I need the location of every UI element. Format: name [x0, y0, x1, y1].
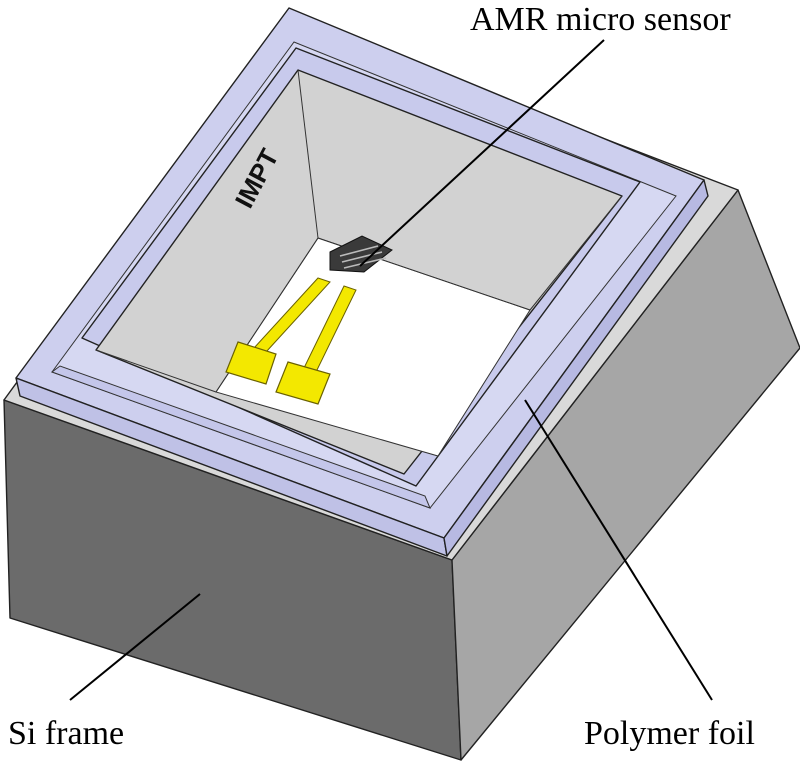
- gold-pad-right: [275, 361, 331, 405]
- leader-amr-sensor: [359, 39, 605, 267]
- leader-polymer-foil: [524, 399, 713, 701]
- amr-sensor: [225, 235, 393, 405]
- sensor-meander: [329, 235, 393, 273]
- label-si-frame: Si frame: [8, 715, 124, 752]
- leader-si-frame: [69, 593, 201, 701]
- label-amr-micro-sensor: AMR micro sensor: [470, 1, 731, 38]
- foil-right-edge: [443, 179, 709, 557]
- foil-inner-ridge-front: [50, 365, 431, 509]
- meander-lines: [339, 245, 387, 269]
- label-polymer-foil: Polymer foil: [584, 715, 755, 752]
- gold-pad-left: [225, 341, 277, 385]
